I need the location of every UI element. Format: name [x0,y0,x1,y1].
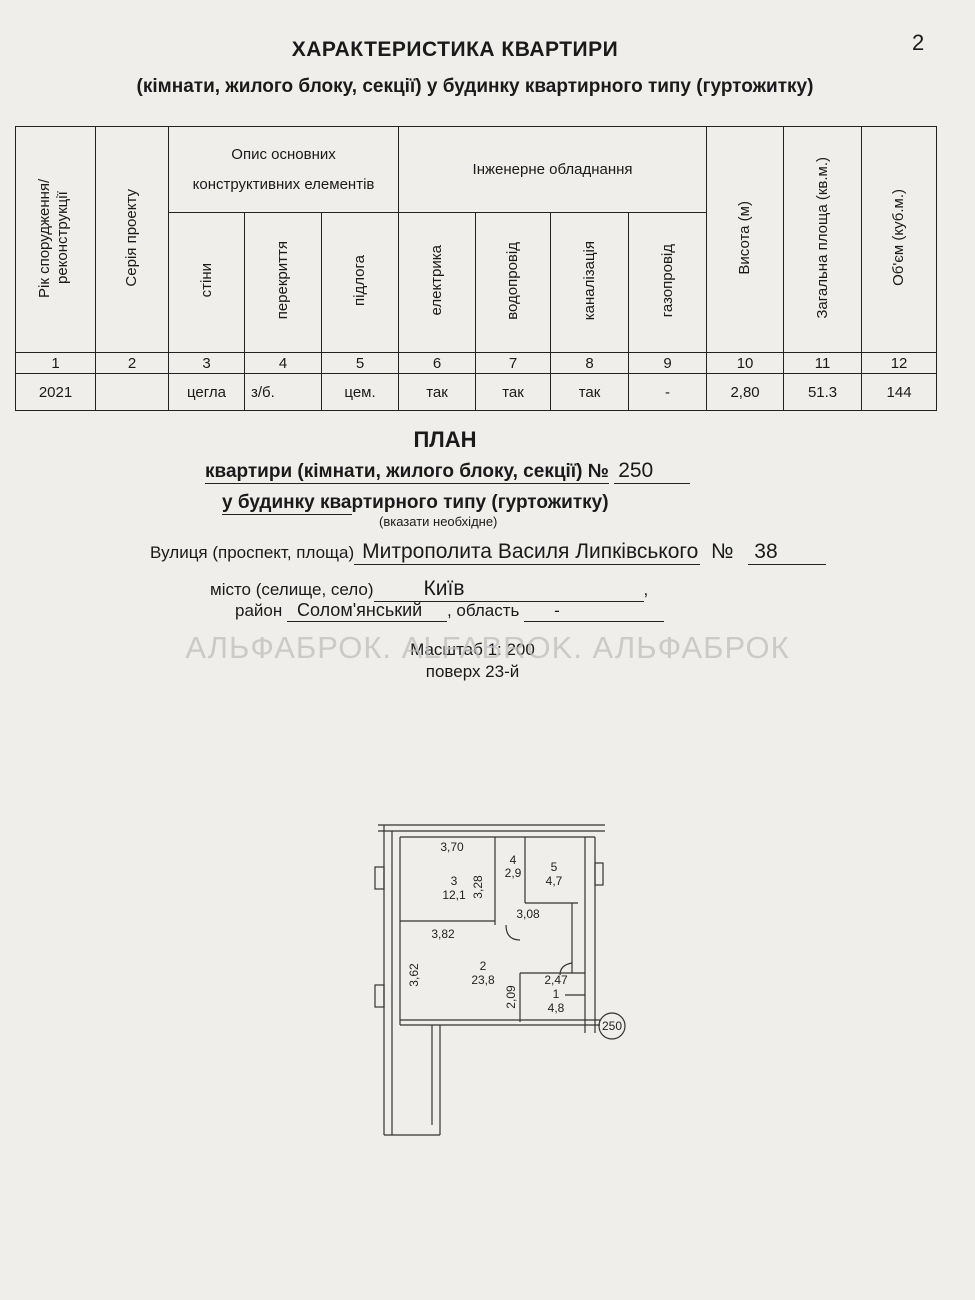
column-number: 6 [398,352,477,374]
col-sewer: каналізація [550,212,630,353]
column-number: 4 [244,352,322,374]
city-value: Київ [373,577,644,602]
apartment-marker [598,1012,626,1040]
value-electric: так [398,373,477,411]
page-number: 2 [912,30,925,55]
value-floor: цем. [320,373,400,411]
col-ceilings: перекриття [244,212,322,353]
plan-scale: Масштаб 1: 200 [410,640,535,659]
room-number: 2 [480,959,487,973]
dim-label: 3,28 [471,875,485,899]
col-electric: електрика [398,212,477,353]
column-number: 8 [550,352,630,374]
dim-label: 2,09 [504,985,518,1009]
group-engineering: Інженерне обладнання [398,126,708,213]
room-number: 5 [551,860,558,874]
column-number: 5 [320,352,400,374]
building-number: 38 [748,540,827,565]
value-height: 2,80 [706,373,785,411]
col-walls: стіни [168,212,245,353]
region-value: - [524,601,665,622]
column-number: 7 [475,352,552,374]
region-label: , область [446,601,520,620]
watermark: АЛЬФАБРОК. ALFABROK. АЛЬФАБРОК [185,630,790,665]
dim-label: 3,62 [407,963,421,987]
group-structure: Опис основних конструктивних елементів [167,126,400,213]
col-area: Загальна площа (кв.м.) [783,126,863,353]
column-number: 1 [15,352,96,374]
plan-line-1-prefix: квартири (кімнати, жилого блоку, секції)… [205,461,609,484]
district-label: район [235,601,283,620]
district-line: район Солом'янський, область - [235,600,665,622]
street-label: Вулиця (проспект, площа) [150,543,355,562]
col-year: Рік спорудження/ реконструкції [15,126,96,353]
floor-plan: 250 3,70 3,28 3,08 3,82 3,62 2,09 2,47 3… [374,824,626,1136]
plan-floor: поверх 23-й [425,662,520,681]
value-series [95,373,169,411]
values-row: 2021 цегла з/б. цем. так так так - 2,80 … [15,373,938,411]
value-walls: цегла [168,373,245,411]
plan-title: ПЛАН [413,427,477,452]
district-value: Солом'янський [286,600,447,622]
col-volume: Об'єм (куб.м.) [861,126,938,353]
room-area: 4,7 [546,874,563,888]
room-number: 3 [451,874,458,888]
column-number: 9 [628,352,708,374]
room-number: 1 [553,987,560,1001]
dim-label: 2,47 [544,973,568,987]
building-number-label: № [711,540,734,563]
room-area: 23,8 [471,973,495,987]
column-number: 11 [783,352,863,374]
plan-line-2: у будинку квартирного типу (гуртожитку) [222,492,609,513]
city-line: місто (селище, село)Київ, [210,577,649,602]
column-number: 10 [706,352,785,374]
characteristics-table: Рік спорудження/ реконструкції Серія про… [15,126,938,411]
street-value: Митрополита Василя Липківського [354,540,701,565]
document-subtitle: (кімнати, жилого блоку, секції) у будинк… [136,76,814,97]
room-area: 4,8 [548,1001,565,1015]
document-title: ХАРАКТЕРИСТИКА КВАРТИРИ [291,38,619,61]
column-number: 12 [861,352,938,374]
column-numbers-row: 1 2 3 4 5 6 7 8 9 10 11 12 [15,352,938,374]
plan-hint: (вказати необхідне) [379,514,498,529]
col-series: Серія проекту [95,126,169,353]
col-water: водопровід [475,212,552,353]
value-volume: 144 [861,373,938,411]
value-year: 2021 [15,373,96,411]
room-number: 4 [510,853,517,867]
street-line: Вулиця (проспект, площа)Митрополита Васи… [150,540,827,565]
value-water: так [475,373,552,411]
value-gas: - [628,373,708,411]
room-area: 2,9 [505,866,522,880]
value-area: 51.3 [783,373,863,411]
col-gas: газопровід [628,212,708,353]
column-number: 2 [95,352,169,374]
room-area: 12,1 [442,888,466,902]
dim-label: 3,70 [440,840,464,854]
city-label: місто (селище, село) [210,580,374,599]
dim-label: 3,82 [431,927,455,941]
value-ceilings: з/б. [244,373,322,411]
col-floor: підлога [320,212,400,353]
plan-line-1: квартири (кімнати, жилого блоку, секції)… [205,459,691,484]
apartment-marker-label: 250 [602,1019,622,1033]
apartment-number: 250 [614,459,691,484]
plan-line-2-underline [222,514,352,515]
value-sewer: так [550,373,630,411]
dim-label: 3,08 [516,907,540,921]
col-height: Висота (м) [706,126,785,353]
column-number: 3 [168,352,245,374]
